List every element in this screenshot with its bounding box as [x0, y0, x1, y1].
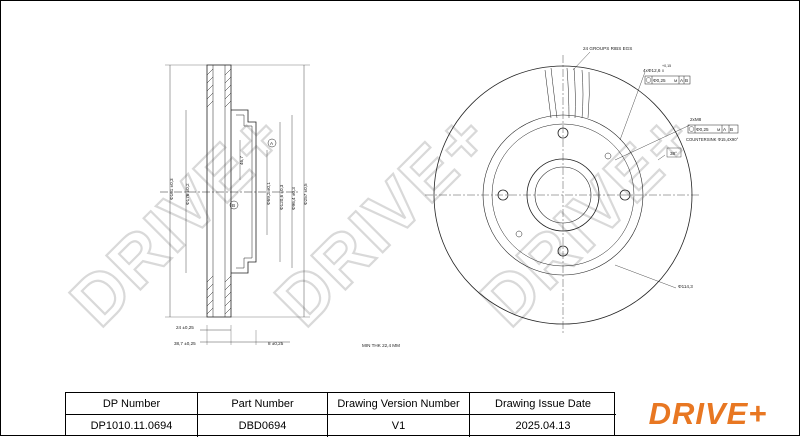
front-view-labels: 24 GROUPS RIBS EGS 4xΦ12,6 +0,15 0 Φ0,25… — [583, 46, 739, 289]
fcf-2: Φ0,25 M A B — [687, 124, 739, 134]
label-countersink: COUNTERSINK Φ15,4X90° — [686, 137, 739, 142]
label-holes-tol: +0,15 — [662, 64, 671, 68]
front-view — [425, 51, 700, 335]
logo-text: DRIVE+ — [648, 396, 768, 431]
fcf2-m: M — [717, 127, 720, 132]
vents — [544, 67, 590, 119]
angle-box — [666, 147, 682, 158]
hatch-bottom — [206, 275, 232, 315]
label-angle: 38° — [670, 151, 677, 156]
label-hat-thk: 8 ±0,25 — [268, 341, 284, 346]
label-holes: 4xΦ12,6 — [643, 68, 661, 73]
label-datum-b: B — [232, 203, 235, 208]
label-min-thk: MIN THK 22,4 MM — [362, 343, 400, 348]
value-drawing-version: V1 — [328, 415, 470, 437]
label-pcd: Φ114,3 — [678, 284, 693, 289]
fcf2-value: Φ0,25 — [696, 127, 709, 132]
fcf1-a: A — [680, 78, 684, 83]
header-issue-date: Drawing Issue Date — [470, 393, 616, 415]
label-thickness: 24 ±0,25 — [176, 325, 194, 330]
header-part-number: Part Number — [198, 393, 328, 415]
label-dia-outer: Φ161 ±0,3 — [169, 178, 174, 200]
fcf2-a: A — [723, 127, 727, 132]
side-view — [160, 64, 310, 345]
header-drawing-version: Drawing Version Number — [328, 393, 470, 415]
label-height: 46,7 — [239, 156, 244, 165]
label-ribs: 24 GROUPS RIBS EGS — [583, 46, 632, 51]
fcf-1: Φ0,25 M A B — [644, 75, 691, 85]
bolt-hole-right — [619, 189, 631, 201]
thread-hole — [604, 152, 612, 160]
side-view-labels: Φ161 ±0,3 Φ176 ±0,2 46,7 Φ69,2 ±0,1 Φ120… — [169, 141, 400, 348]
title-block: DP Number Part Number Drawing Version Nu… — [65, 392, 616, 437]
label-overall: 38,7 ±0,25 — [174, 341, 196, 346]
label-inner2: Φ96,4 ±0,3 — [291, 187, 296, 210]
fcf1-value: Φ0,25 — [653, 78, 666, 83]
label-datum-a: A — [270, 141, 274, 146]
hatch-top — [206, 68, 232, 108]
watermark-left: DRIVE+ — [55, 97, 299, 341]
fcf2-b: B — [730, 127, 733, 132]
watermark-right: DRIVE+ — [465, 97, 709, 341]
disc-ring-section — [206, 64, 232, 318]
value-dp-number: DP1010.11.0694 — [66, 415, 198, 437]
fcf1-b: B — [685, 78, 688, 83]
header-dp-number: DP Number — [66, 393, 198, 415]
watermark-center: DRIVE+ — [260, 97, 504, 341]
brand-logo: DRIVE+ — [618, 393, 798, 435]
label-holes-tol2: 0 — [662, 69, 664, 73]
label-bore: Φ69,2 ±0,1 — [266, 182, 271, 205]
value-part-number: DBD0694 — [198, 415, 328, 437]
datum-b-circle — [229, 200, 239, 210]
fcf1-m: M — [674, 78, 677, 83]
label-thread: 2xM8 — [690, 117, 702, 122]
label-inner1: Φ120,6 ±0,3 — [279, 184, 284, 210]
label-outer: Φ257 ±0,5 — [303, 183, 308, 205]
thread-hole-2 — [515, 230, 523, 238]
value-issue-date: 2025.04.13 — [515, 420, 571, 432]
datum-a-circle — [267, 138, 277, 148]
label-dia-hat: Φ176 ±0,2 — [185, 183, 190, 205]
watermark-group: DRIVE+ DRIVE+ DRIVE+ — [54, 96, 710, 342]
